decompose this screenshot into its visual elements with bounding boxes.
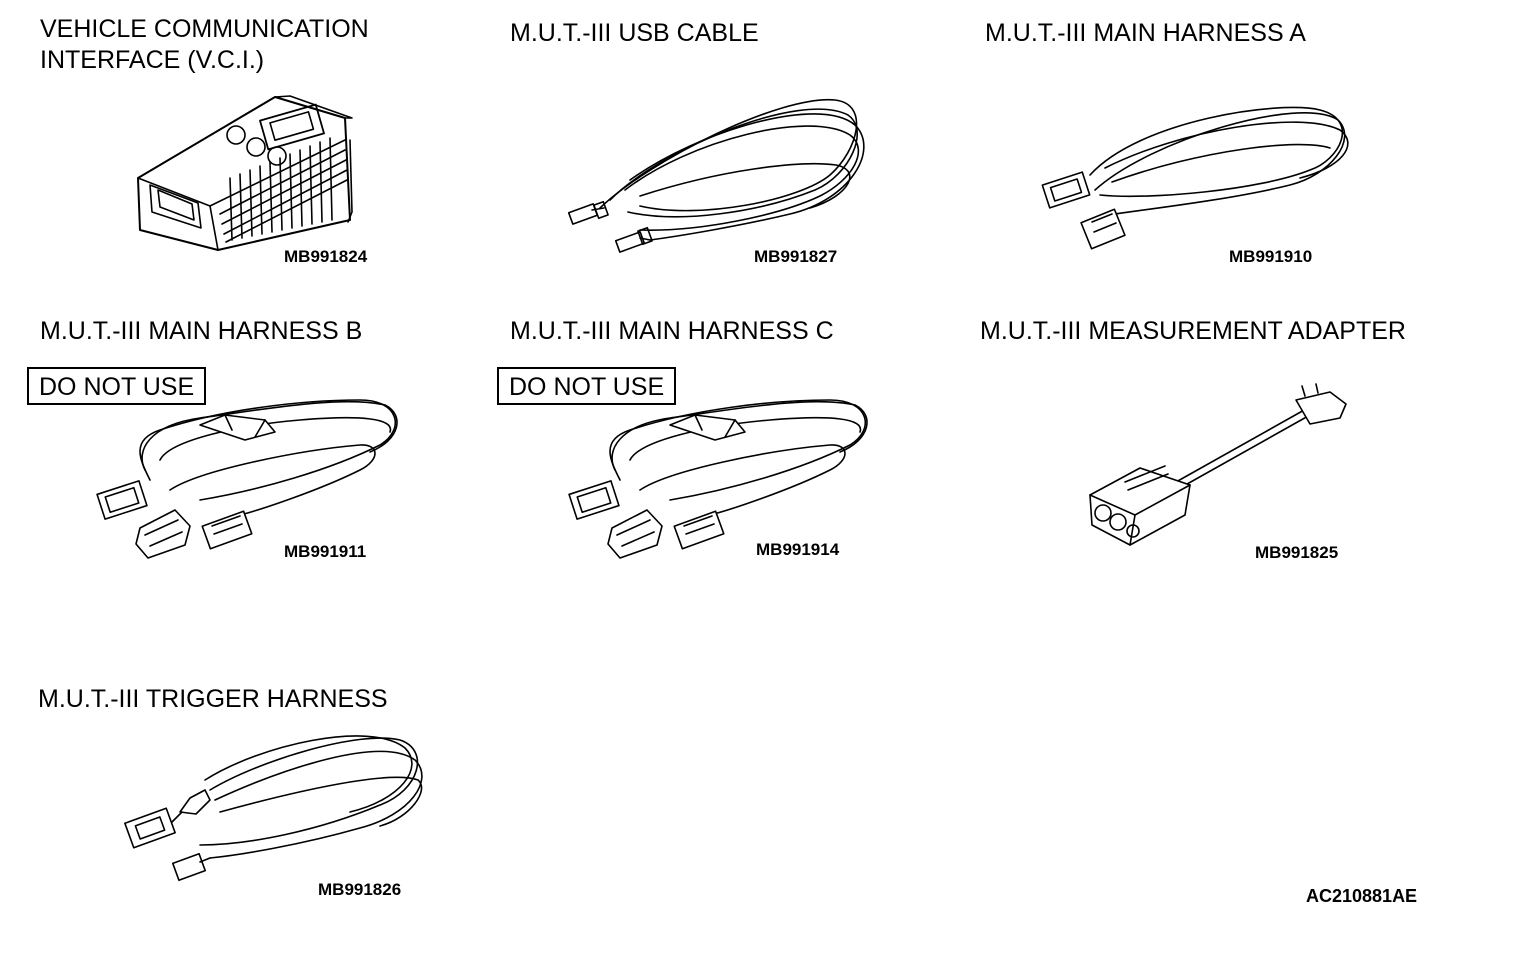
vci-device-illustration — [138, 96, 352, 250]
usb-cable-illustration — [569, 100, 864, 252]
vci-title: VEHICLE COMMUNICATION INTERFACE (V.C.I.) — [40, 15, 369, 74]
usb-cable-title: M.U.T.-III USB CABLE — [510, 19, 759, 47]
main-harness-c-title: M.U.T.-III MAIN HARNESS C — [510, 317, 834, 345]
measurement-adapter-part-number: MB991825 — [1255, 543, 1339, 562]
main-harness-c-part-number: MB991914 — [756, 540, 840, 559]
usb-cable-part-number: MB991827 — [754, 247, 838, 266]
document-id: AC210881AE — [1306, 886, 1418, 906]
main-harness-a-part-number: MB991910 — [1229, 247, 1313, 266]
main-harness-a-illustration — [1042, 108, 1348, 249]
trigger-harness-part-number: MB991826 — [318, 880, 402, 899]
trigger-harness-title: M.U.T.-III TRIGGER HARNESS — [38, 685, 388, 713]
main-harness-c-illustration — [569, 400, 867, 558]
main-harness-b-illustration — [97, 400, 397, 558]
main-harness-b-warning: DO NOT USE — [27, 367, 207, 405]
main-harness-a-title: M.U.T.-III MAIN HARNESS A — [985, 19, 1306, 47]
measurement-adapter-illustration — [1090, 384, 1346, 545]
trigger-harness-illustration — [125, 736, 422, 880]
main-harness-b-title: M.U.T.-III MAIN HARNESS B — [40, 317, 363, 345]
measurement-adapter-title: M.U.T.-III MEASUREMENT ADAPTER — [980, 317, 1406, 345]
vci-part-number: MB991824 — [284, 247, 368, 266]
main-harness-b-part-number: MB991911 — [284, 542, 367, 561]
main-harness-c-warning: DO NOT USE — [497, 367, 677, 405]
